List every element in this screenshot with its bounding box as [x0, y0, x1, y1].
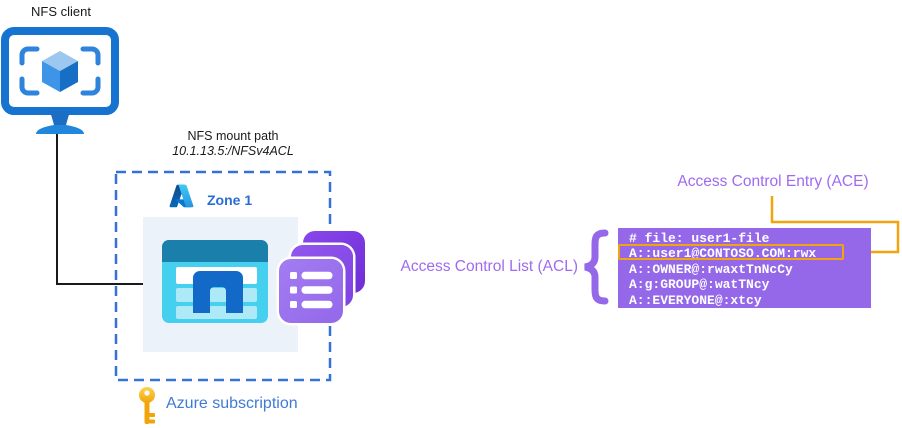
key-icon: [139, 387, 155, 424]
zone-label: Zone 1: [207, 192, 253, 208]
acl-line-group-ace: A:g:GROUP@:watTNcy: [629, 277, 770, 293]
file-share-icon: [162, 240, 268, 323]
monitor-cube-icon: [1, 27, 119, 134]
acl-code-box: # file: user1-file A::user1@CONTOSO.COM:…: [618, 228, 871, 308]
ace-highlight-frame: [618, 244, 844, 260]
stacked-list-icon: [279, 259, 343, 323]
curly-brace-glyph: [584, 229, 609, 305]
subscription-boundary-box: [114, 170, 332, 382]
acl-line-comment: # file: user1-file: [629, 231, 770, 246]
acl-line-everyone-ace: A::EVERYONE@:xtcy: [629, 292, 762, 308]
mount-path-text: NFS mount path 10.1.13.5:/NFSv4ACL: [158, 129, 308, 159]
azure-subscription-label: Azure subscription: [166, 395, 298, 412]
azure-logo-icon: [169, 184, 194, 208]
acl-line-user-ace: A::user1@CONTOSO.COM:rwx: [629, 246, 817, 262]
mount-path-value: 10.1.13.5:/NFSv4ACL: [172, 144, 294, 158]
acl-line-owner-ace: A::OWNER@:rwaxtTnNcCy: [629, 261, 793, 277]
mount-path-label: NFS mount path: [187, 129, 279, 143]
nfs-client-label: NFS client: [31, 4, 91, 19]
acl-label: Access Control List (ACL): [400, 258, 578, 275]
list-glyph: [290, 271, 333, 309]
ace-label: Access Control Entry (ACE): [677, 173, 869, 190]
